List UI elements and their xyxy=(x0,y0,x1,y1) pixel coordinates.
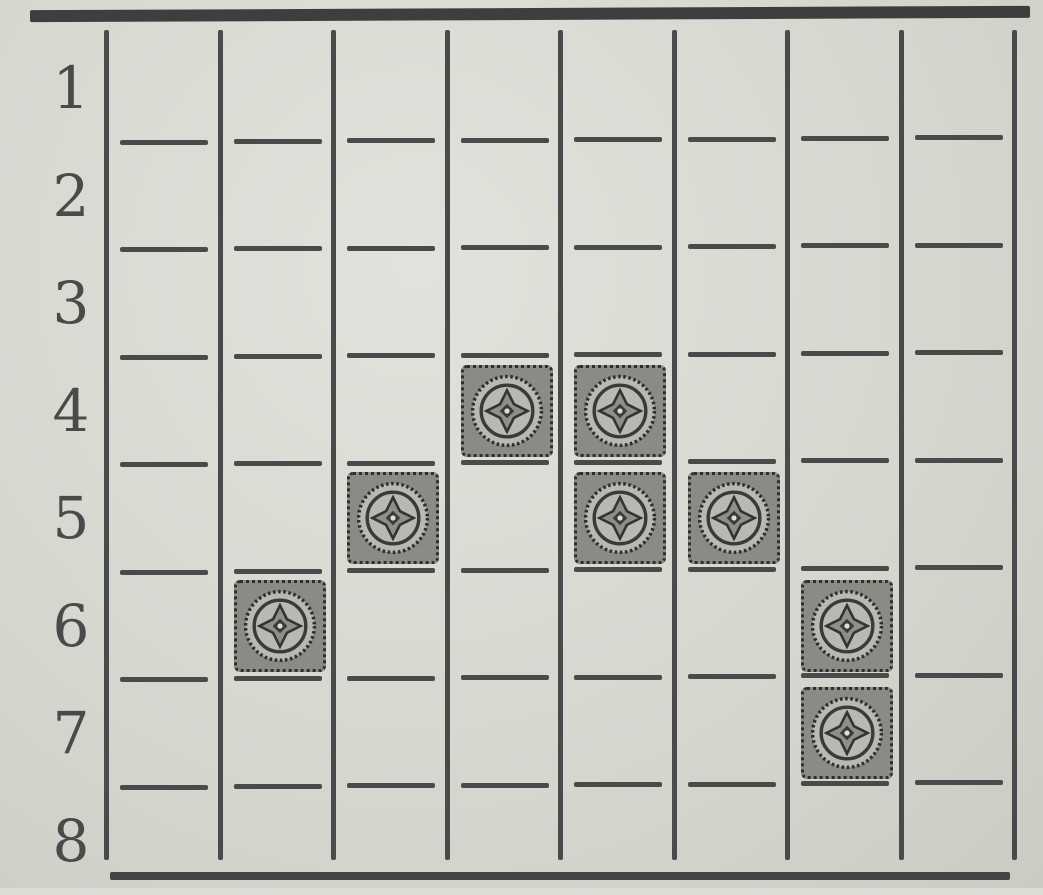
board-cell[interactable] xyxy=(789,142,902,250)
board-cell[interactable] xyxy=(108,357,221,465)
row-number-label: 8 xyxy=(42,811,100,871)
board-cell[interactable] xyxy=(562,142,675,250)
row-number-label: 3 xyxy=(42,273,100,333)
board-cell[interactable] xyxy=(903,787,1016,895)
board-cell[interactable] xyxy=(108,679,221,787)
row-number-label: 7 xyxy=(42,703,100,763)
board-cell[interactable] xyxy=(449,679,562,787)
board-cell[interactable] xyxy=(903,572,1016,680)
board-cell[interactable] xyxy=(222,679,335,787)
board-cell[interactable] xyxy=(903,249,1016,357)
board-cell[interactable] xyxy=(449,787,562,895)
board-cell[interactable] xyxy=(676,249,789,357)
game-piece[interactable] xyxy=(801,580,893,672)
board-cell[interactable] xyxy=(108,34,221,142)
board-cell[interactable] xyxy=(676,464,789,572)
game-piece[interactable] xyxy=(347,472,439,564)
board-cell[interactable] xyxy=(903,34,1016,142)
board-cell[interactable] xyxy=(108,787,221,895)
game-piece[interactable] xyxy=(234,580,326,672)
board-cell[interactable] xyxy=(562,572,675,680)
game-piece[interactable] xyxy=(688,472,780,564)
board-cell[interactable] xyxy=(335,34,448,142)
board-cell[interactable] xyxy=(903,357,1016,465)
board-cell[interactable] xyxy=(789,572,902,680)
board-cell[interactable] xyxy=(222,142,335,250)
board-cell[interactable] xyxy=(335,464,448,572)
board-cell[interactable] xyxy=(335,357,448,465)
board-cell[interactable] xyxy=(562,249,675,357)
board-cell[interactable] xyxy=(676,787,789,895)
board-cell[interactable] xyxy=(562,679,675,787)
board-cell[interactable] xyxy=(562,357,675,465)
board-cell[interactable] xyxy=(676,357,789,465)
board-cell[interactable] xyxy=(789,787,902,895)
board-cell[interactable] xyxy=(449,357,562,465)
board-cell[interactable] xyxy=(903,142,1016,250)
board-cell[interactable] xyxy=(449,249,562,357)
board-cell[interactable] xyxy=(449,142,562,250)
row-number-label: 1 xyxy=(42,58,100,118)
board-cell[interactable] xyxy=(222,464,335,572)
row-number-label: 5 xyxy=(42,488,100,548)
board-cell[interactable] xyxy=(449,572,562,680)
board-cell[interactable] xyxy=(222,572,335,680)
game-piece[interactable] xyxy=(801,687,893,779)
board-cell[interactable] xyxy=(335,142,448,250)
board-cell[interactable] xyxy=(222,34,335,142)
board-cell[interactable] xyxy=(335,572,448,680)
row-number-label: 4 xyxy=(42,381,100,441)
board-cell[interactable] xyxy=(562,34,675,142)
board-cell[interactable] xyxy=(108,142,221,250)
game-board xyxy=(104,30,1024,860)
board-cell[interactable] xyxy=(676,34,789,142)
board-cell[interactable] xyxy=(562,787,675,895)
board-cell[interactable] xyxy=(222,249,335,357)
row-number-label: 2 xyxy=(42,166,100,226)
board-cell[interactable] xyxy=(335,249,448,357)
board-cell[interactable] xyxy=(903,464,1016,572)
board-cell[interactable] xyxy=(903,679,1016,787)
game-piece[interactable] xyxy=(574,472,666,564)
board-cell[interactable] xyxy=(789,34,902,142)
board-cell[interactable] xyxy=(789,249,902,357)
board-cell[interactable] xyxy=(449,464,562,572)
row-number-label: 6 xyxy=(42,596,100,656)
board-cell[interactable] xyxy=(789,464,902,572)
board-cell[interactable] xyxy=(108,464,221,572)
board-cell[interactable] xyxy=(449,34,562,142)
board-cell[interactable] xyxy=(789,679,902,787)
board-cell[interactable] xyxy=(789,357,902,465)
board-cell[interactable] xyxy=(562,464,675,572)
board-cell[interactable] xyxy=(108,249,221,357)
game-piece[interactable] xyxy=(461,365,553,457)
board-cell[interactable] xyxy=(222,357,335,465)
board-cell[interactable] xyxy=(108,572,221,680)
board-cell[interactable] xyxy=(335,679,448,787)
board-cell[interactable] xyxy=(222,787,335,895)
board-cell[interactable] xyxy=(335,787,448,895)
game-piece[interactable] xyxy=(574,365,666,457)
board-cell[interactable] xyxy=(676,572,789,680)
board-cell[interactable] xyxy=(676,142,789,250)
board-cell[interactable] xyxy=(676,679,789,787)
top-rule xyxy=(30,6,1030,22)
